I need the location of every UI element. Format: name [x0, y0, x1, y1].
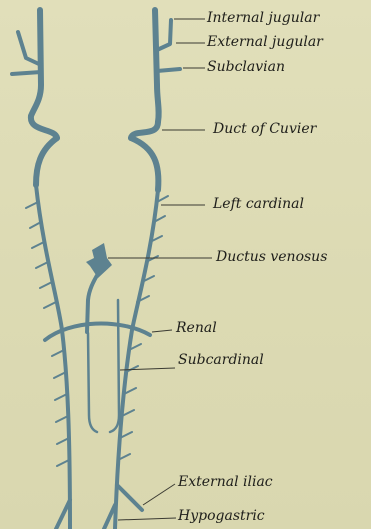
- leader-renal: [152, 330, 172, 332]
- left-posterior-cardinal-vein: [36, 185, 70, 529]
- left-tributary-twig: [40, 282, 52, 288]
- right-external-jugular-vein: [157, 20, 171, 50]
- left-tributary-twig: [26, 202, 38, 208]
- right-external-iliac-vein: [117, 485, 142, 510]
- ductus-venosus-head: [86, 243, 112, 278]
- left-tributary-twig: [32, 242, 44, 248]
- right-subcardinal-vein: [110, 300, 119, 432]
- right-anterior-cardinal-segment: [131, 138, 158, 190]
- left-tributary-twig: [57, 460, 69, 466]
- label-subcardinal: Subcardinal: [178, 352, 264, 368]
- label-external-jugular: External jugular: [207, 34, 323, 50]
- right-subclavian-vein: [157, 69, 180, 71]
- left-tributary-twig: [52, 350, 64, 356]
- label-left-cardinal: Left cardinal: [213, 196, 304, 212]
- label-duct-of-cuvier: Duct of Cuvier: [213, 121, 316, 137]
- leader-external-iliac: [143, 484, 175, 505]
- left-subcardinal-vein: [88, 333, 97, 432]
- left-duct-of-cuvier: [31, 116, 57, 138]
- left-hypogastric-vein: [56, 500, 70, 529]
- left-tributary-twig: [44, 302, 56, 308]
- right-internal-jugular-vein: [155, 10, 159, 122]
- right-cardinal-tributaries: [118, 196, 168, 460]
- left-subclavian-vein: [12, 72, 41, 74]
- label-renal: Renal: [176, 320, 217, 336]
- label-ductus-venosus: Ductus venosus: [216, 249, 327, 265]
- label-hypogastric: Hypogastric: [178, 508, 265, 524]
- left-tributary-twig: [56, 416, 68, 422]
- label-subclavian: Subclavian: [207, 59, 285, 75]
- left-tributary-twig: [36, 262, 48, 268]
- left-tributary-twig: [30, 222, 41, 228]
- left-anterior-cardinal-segment: [36, 138, 57, 185]
- label-internal-jugular: Internal jugular: [207, 10, 319, 26]
- right-duct-of-cuvier: [131, 122, 158, 138]
- leader-hypogastric: [118, 518, 176, 520]
- label-external-iliac: External iliac: [178, 474, 273, 490]
- left-tributary-twig: [55, 394, 67, 400]
